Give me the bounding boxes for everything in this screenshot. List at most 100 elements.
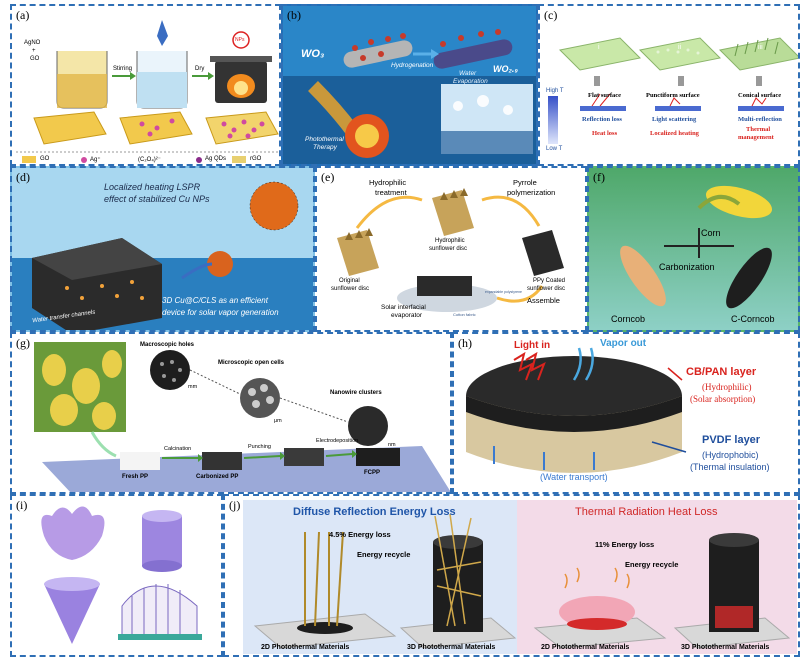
high-t-label: High T (546, 88, 564, 94)
hydro-disc-1: Hydrophilic (435, 238, 465, 244)
legend-ag: Ag⁺ (90, 157, 101, 163)
panel-f: (f) Corn Carbonization Corncob C-Corncob (587, 166, 800, 332)
panel-e-label: (e) (321, 170, 335, 184)
legend-oxalate: (C₂O₄)²⁻ (138, 157, 161, 163)
punching-label: Punching (248, 444, 271, 450)
hydrophilic-label: (Hydrophilic) (702, 382, 752, 392)
roman-i: i (598, 44, 600, 51)
stirring-label: Stirring (113, 66, 133, 72)
macro-label: Macroscopic holes (140, 342, 195, 348)
hydrogenation-label: Hydrogenation (391, 62, 434, 69)
hydrophobic-label: (Hydrophobic) (702, 450, 759, 460)
light-scattering-label: Light scattering (652, 116, 697, 123)
roman-ii: ii (678, 44, 682, 51)
reflection-loss-label: Reflection loss (582, 116, 622, 123)
panel-d: (d) Localized heating LSPR effect of sta… (10, 166, 315, 332)
water-evap-label-2: Evaporation (453, 78, 488, 85)
multi-reflection-label: Multi-reflection (738, 116, 782, 123)
wo29-label: WO₂.₉ (493, 64, 518, 74)
solar-evap-2: evaporator (391, 312, 423, 319)
therapy-label-1: Photothermal (305, 136, 344, 143)
legend-agqds: Ag QDs (205, 156, 227, 162)
j-left-title: Diffuse Reflection Energy Loss (293, 506, 456, 518)
water-evap-label-1: Water (459, 70, 477, 77)
mm-label: mm (188, 384, 198, 390)
conical-surface-label: Conical surface (738, 92, 782, 99)
carbonized-pp-label: Carbonized PP (196, 474, 239, 480)
nano-label: Nanowire clusters (330, 390, 382, 396)
corncob-label: Corncob (611, 314, 646, 324)
solar-evap-1: Solar interfacial (381, 304, 426, 311)
water-transport-label: (Water transport) (540, 472, 608, 482)
ccorncob-label: C-Corncob (731, 314, 775, 324)
fresh-pp-label: Fresh PP (122, 474, 149, 480)
eps-label: expandable polystyrene (485, 290, 522, 294)
panel-d-label: (d) (16, 170, 30, 184)
panel-a-illustration (16, 20, 279, 163)
fcpp-label: FCPP (364, 470, 381, 476)
cb-pan-label: CB/PAN layer (686, 366, 757, 378)
panel-g: (g) Macroscopic holes Microscopic open c… (10, 332, 452, 494)
panel-h-label: (h) (458, 336, 472, 350)
light-in-label: Light in (514, 340, 551, 351)
legend-go: GO (40, 156, 50, 162)
orig-disc-2: sunflower disc (331, 286, 370, 292)
plus-label: + (32, 48, 36, 54)
panel-j-illustration (243, 500, 797, 654)
lspr-line-1: Localized heating LSPR (104, 182, 201, 192)
therapy-label-2: Therapy (313, 144, 337, 151)
loss-4-5-label: 4.5% Energy loss (329, 530, 391, 539)
agno-label: AgNO (24, 40, 41, 46)
nm-label: nm (388, 442, 396, 448)
solar-abs-label: (Solar absorption) (690, 394, 756, 404)
panel-f-label: (f) (593, 170, 605, 184)
flat-surface-label: Flat surface (588, 92, 622, 99)
panel-j: (j) Diffuse Reflection Energy Loss Therm… (223, 494, 800, 657)
localized-heating-label: Localized heating (650, 130, 699, 137)
hydro-disc-2: sunflower disc (429, 246, 468, 252)
carbonization-label: Carbonization (659, 262, 715, 272)
panel-a-label: (a) (16, 8, 30, 22)
lspr-line-2: effect of stabilized Cu NPs (104, 194, 210, 204)
hydrophilic-treat-1: Hydrophilic (369, 178, 407, 187)
pvdf-label: PVDF layer (702, 434, 761, 446)
nps-label: NPs (235, 37, 245, 43)
device-line-1: 3D Cu@C/CLS as an efficient (162, 296, 268, 305)
panel-c-illustration (548, 37, 798, 144)
management-label: management (738, 134, 774, 141)
panel-j-label: (j) (229, 498, 241, 512)
thermal-label: Thermal (746, 126, 771, 133)
panel-i-illustration (41, 506, 202, 644)
um-label: μm (274, 418, 282, 424)
panel-c: (c) i ii iii High T Low T Flat surface P… (538, 4, 800, 166)
device-line-2: device for solar vapor generation (162, 308, 279, 317)
thermal-ins-label: (Thermal insulation) (690, 462, 770, 472)
panel-f-illustration (589, 168, 798, 330)
mat-2d-right: 2D Photothermal Materials (541, 644, 630, 651)
wo3-label: WO₃ (301, 48, 325, 60)
calcination-label: Calcination (164, 446, 192, 452)
mat-3d-left: 3D Photothermal Materials (407, 644, 496, 651)
panel-i: (i) (10, 494, 223, 657)
panel-c-label: (c) (544, 8, 558, 22)
corn-label: Corn (701, 228, 721, 238)
pyrrole-2: polymerization (507, 188, 556, 197)
recycle-2-label: Energy recycle (625, 560, 679, 569)
roman-iii: iii (758, 44, 763, 51)
panel-b: (b) WO₃ Hydrogenation WO₂.₉ Water Evapor… (281, 4, 538, 166)
panel-g-illustration (34, 342, 450, 492)
assemble-label: Assemble (527, 296, 560, 305)
panel-e: (e) Hydrophilic treatment Pyrrole polyme… (315, 166, 587, 332)
micro-label: Microscopic open cells (218, 360, 285, 366)
panel-e-illustration (337, 188, 564, 312)
mat-3d-right: 3D Photothermal Materials (681, 644, 770, 651)
orig-disc-1: Original (339, 278, 360, 284)
panel-i-label: (i) (16, 498, 28, 512)
heat-loss-label: Heat loss (592, 130, 618, 137)
panel-d-illustration (12, 168, 313, 330)
punctiform-surface-label: Punctiform surface (646, 92, 700, 99)
mat-2d-left: 2D Photothermal Materials (261, 644, 350, 651)
ppy-disc-1: PPy Coated (533, 278, 566, 284)
panel-a: (a) AgNO + GO Stirring Dry NPs (10, 4, 281, 166)
panel-g-label: (g) (16, 336, 30, 350)
